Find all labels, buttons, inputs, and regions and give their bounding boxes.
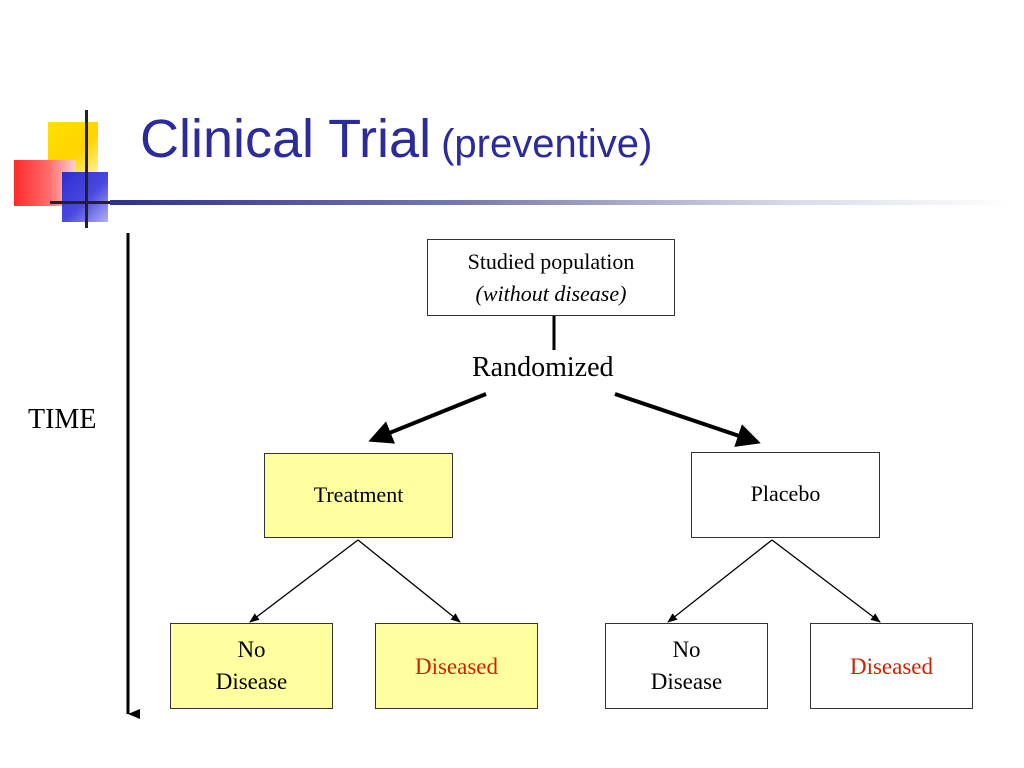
logo-horizontal-line	[50, 201, 120, 204]
treatment-no-disease-line2: Disease	[215, 669, 288, 694]
randomized-label: Randomized	[472, 352, 614, 383]
population-line2: (without disease)	[475, 280, 627, 306]
arrow-treatment-diseased	[357, 539, 461, 623]
logo-vertical-line	[85, 110, 88, 228]
placebo-diseased-label: Diseased	[849, 654, 934, 679]
title-underline	[110, 200, 1010, 205]
placebo-box: Placebo	[691, 452, 880, 538]
placebo-label: Placebo	[750, 481, 821, 506]
placebo-no-disease-line1: No	[672, 636, 701, 662]
slide-title: Clinical Trial(preventive)	[140, 108, 652, 170]
treatment-no-disease-line1: No	[237, 636, 266, 662]
placebo-no-disease-line2: Disease	[650, 669, 723, 694]
title-subtitle: (preventive)	[441, 122, 653, 166]
title-main: Clinical Trial	[140, 109, 432, 169]
arrow-placebo-no-disease	[667, 539, 773, 623]
treatment-box: Treatment	[264, 453, 453, 538]
time-label: TIME	[28, 404, 97, 435]
treatment-no-disease-box: No Disease	[170, 623, 333, 709]
arrow-to-treatment	[368, 392, 487, 444]
arrow-treatment-no-disease	[249, 539, 359, 623]
studied-population-box: Studied population (without disease)	[427, 239, 675, 316]
population-line1: Studied population	[467, 248, 635, 274]
arrow-to-placebo	[614, 392, 761, 447]
treatment-diseased-label: Diseased	[414, 654, 499, 679]
arrow-placebo-diseased	[771, 539, 881, 623]
treatment-label: Treatment	[313, 482, 404, 508]
treatment-diseased-box: Diseased	[375, 623, 538, 709]
placebo-diseased-box: Diseased	[810, 623, 973, 709]
placebo-no-disease-box: No Disease	[605, 623, 768, 709]
